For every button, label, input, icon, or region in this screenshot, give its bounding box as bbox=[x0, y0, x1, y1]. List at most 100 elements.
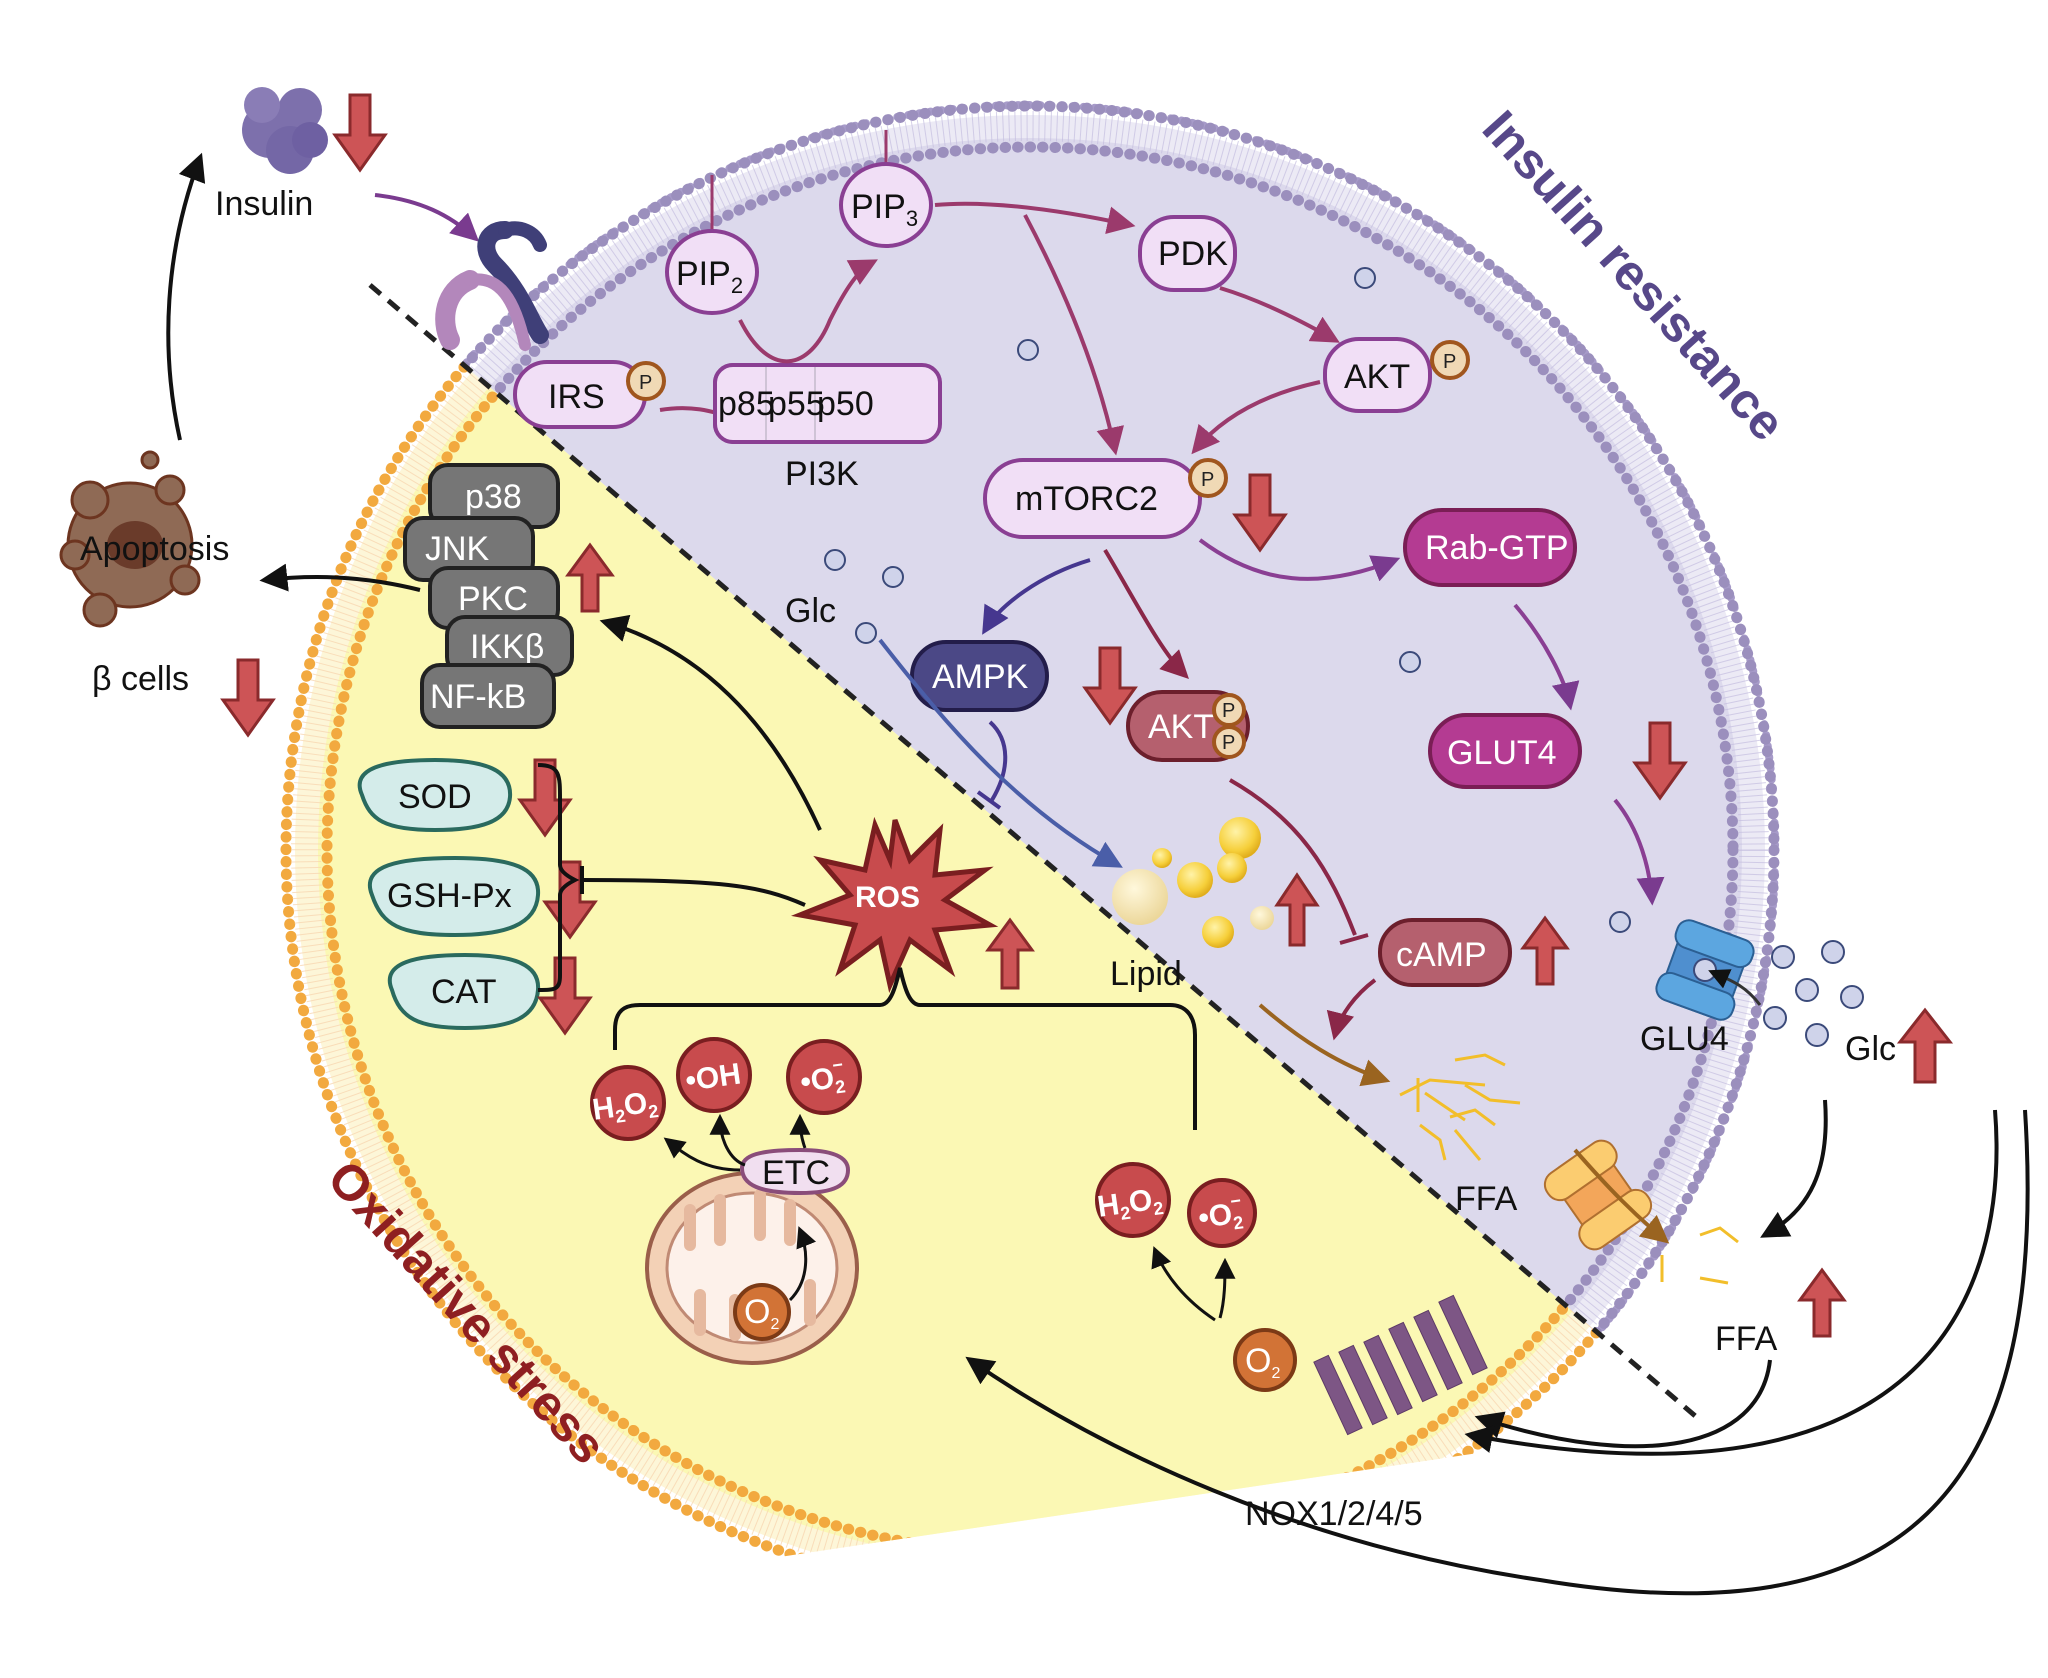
glucose-icon bbox=[882, 566, 904, 588]
phospho-icon bbox=[1212, 725, 1246, 759]
o2-mito-label: O2 bbox=[744, 1293, 779, 1333]
kinase-stack: p38 JNK PKC IKKβ NF-kB bbox=[403, 463, 574, 729]
apoptosis-to-insulin-arrow bbox=[166, 152, 206, 441]
lipid-droplets: Lipid bbox=[1110, 817, 1274, 993]
phospho-icon bbox=[626, 361, 666, 401]
glucose-icon bbox=[1609, 911, 1631, 933]
radical-superoxide-mito: •O2− bbox=[786, 1039, 862, 1115]
kinases-to-apoptosis-arrow bbox=[259, 563, 421, 592]
camp-up-arrow-icon bbox=[1520, 915, 1570, 986]
ffa-outside bbox=[1660, 1226, 1739, 1285]
glucose-icon bbox=[855, 622, 877, 644]
ros-label: ROS bbox=[855, 881, 920, 914]
ros-burst: ROS bbox=[791, 816, 999, 993]
pip3-node bbox=[839, 162, 933, 248]
akt-inhibit-bar bbox=[1339, 933, 1369, 945]
pip2-node bbox=[665, 229, 759, 315]
pi3k-complex bbox=[713, 363, 942, 444]
phospho-label: P bbox=[1222, 732, 1235, 754]
glucose-icon bbox=[1399, 651, 1421, 673]
lipid-droplet-icon bbox=[1250, 906, 1274, 930]
mtorc2-to-ampk-arrow bbox=[982, 558, 1091, 635]
ros-burst-icon bbox=[791, 816, 999, 993]
pip3-to-pdk-arrow bbox=[934, 201, 1136, 234]
rab-gtp-label: Rab-GTP bbox=[1425, 529, 1569, 567]
pdk-to-akt-arrow bbox=[1219, 286, 1340, 343]
irs-label: IRS bbox=[548, 378, 605, 416]
etc-label: ETC bbox=[762, 1154, 830, 1192]
mtorc2-node bbox=[983, 458, 1202, 539]
glc-inside-label: Glc bbox=[785, 592, 836, 630]
radical-superoxide-label: •O2− bbox=[797, 1054, 847, 1102]
radical-superoxide-label: •O2− bbox=[1195, 1190, 1245, 1238]
pi3k-subunit-p50: p50 bbox=[817, 385, 874, 423]
glu4-transporter-icon bbox=[1655, 919, 1755, 1021]
radical-superoxide-nox: •O2− bbox=[1187, 1178, 1257, 1248]
kinase-node-nfkb bbox=[420, 663, 556, 729]
cat-label: CAT bbox=[431, 973, 496, 1011]
etc-to-h2o2-arrow bbox=[663, 1137, 741, 1172]
glucose-outside: Glc bbox=[1763, 940, 1896, 1068]
gsh-px-node bbox=[368, 855, 541, 938]
gsh-px-label: GSH-Px bbox=[387, 877, 512, 915]
radical-oh-mito: •OH bbox=[676, 1037, 752, 1113]
glucose-inside: Glc bbox=[785, 267, 1631, 933]
mtorc2-to-rab-arrow bbox=[1198, 538, 1401, 582]
lipid-label: Lipid bbox=[1110, 955, 1182, 993]
radical-icon bbox=[676, 1037, 752, 1113]
akt-pp-label: AKT bbox=[1148, 708, 1214, 746]
o2-to-etc-arrow bbox=[788, 1226, 816, 1302]
pi3k-subunit-p85: p85 bbox=[718, 385, 775, 423]
insulin-down-arrow-icon bbox=[332, 93, 388, 173]
phospho-label: P bbox=[1443, 351, 1456, 373]
glut4-label: GLUT4 bbox=[1447, 734, 1557, 772]
glucose-icon bbox=[824, 549, 846, 571]
pip2-label: PIP2 bbox=[676, 255, 743, 298]
pi3k-label: PI3K bbox=[785, 455, 859, 493]
ffa-inside-label: FFA bbox=[1455, 1180, 1518, 1218]
apoptotic-cell-icon bbox=[59, 450, 201, 628]
akt-to-mtorc2-arrow bbox=[1191, 380, 1321, 455]
glc-to-mitochondria-arrow bbox=[965, 1109, 2030, 1596]
glucose-icon bbox=[1771, 945, 1795, 969]
phospho-icon bbox=[1188, 458, 1228, 498]
lipid-droplet-icon bbox=[1177, 862, 1213, 898]
sod-label: SOD bbox=[398, 778, 472, 816]
o2-to-h2o2-arrow bbox=[1151, 1246, 1216, 1322]
kinase-label: PKC bbox=[458, 580, 528, 618]
phospho-label: P bbox=[1201, 469, 1214, 491]
glut4-node bbox=[1428, 713, 1582, 789]
insulin-to-receptor-arrow bbox=[374, 193, 480, 242]
insulin-icon bbox=[242, 87, 328, 174]
radical-h2o2-label: H2O2 bbox=[590, 1085, 659, 1130]
glut4-to-membrane-arrow bbox=[1613, 798, 1665, 906]
glucose-icon bbox=[1017, 339, 1039, 361]
pip2-to-pip3-arrow bbox=[738, 259, 878, 364]
radical-icon bbox=[1187, 1178, 1257, 1248]
mtorc2-to-akt-arrow bbox=[1103, 548, 1189, 679]
insulin-receptor-icon bbox=[435, 221, 549, 351]
ampk-node bbox=[910, 640, 1049, 712]
glut4-down-arrow-icon bbox=[1632, 721, 1688, 801]
glucose-icon bbox=[1821, 940, 1845, 964]
beta-cells-label: β cells bbox=[92, 660, 189, 698]
etc-to-oh-arrow bbox=[709, 1113, 746, 1167]
ros-to-kinases-arrow bbox=[599, 614, 822, 831]
lipid-droplet-icon bbox=[1219, 817, 1261, 859]
pdk-label: PDK bbox=[1158, 235, 1228, 273]
glu4-label: GLU4 bbox=[1640, 1020, 1729, 1058]
lipid-droplet-icon bbox=[1217, 853, 1247, 883]
glucose-to-lipid-arrow bbox=[878, 638, 1123, 868]
phospho-label: P bbox=[1222, 700, 1235, 722]
glc-to-nox-arrow bbox=[1464, 1109, 1999, 1456]
pip3-to-mtorc2-arrow bbox=[1023, 214, 1124, 456]
o2-nox-icon bbox=[1233, 1328, 1297, 1392]
glucose-icon bbox=[1805, 1023, 1829, 1047]
radical-h2o2-label: H2O2 bbox=[1095, 1182, 1164, 1227]
ffa-to-nox-arrow bbox=[1474, 1359, 1772, 1449]
etc-node bbox=[739, 1147, 851, 1196]
mtorc2-label: mTORC2 bbox=[1015, 480, 1158, 518]
sod-node bbox=[357, 757, 513, 833]
lipid-to-ffa-arrow bbox=[1258, 1003, 1391, 1087]
